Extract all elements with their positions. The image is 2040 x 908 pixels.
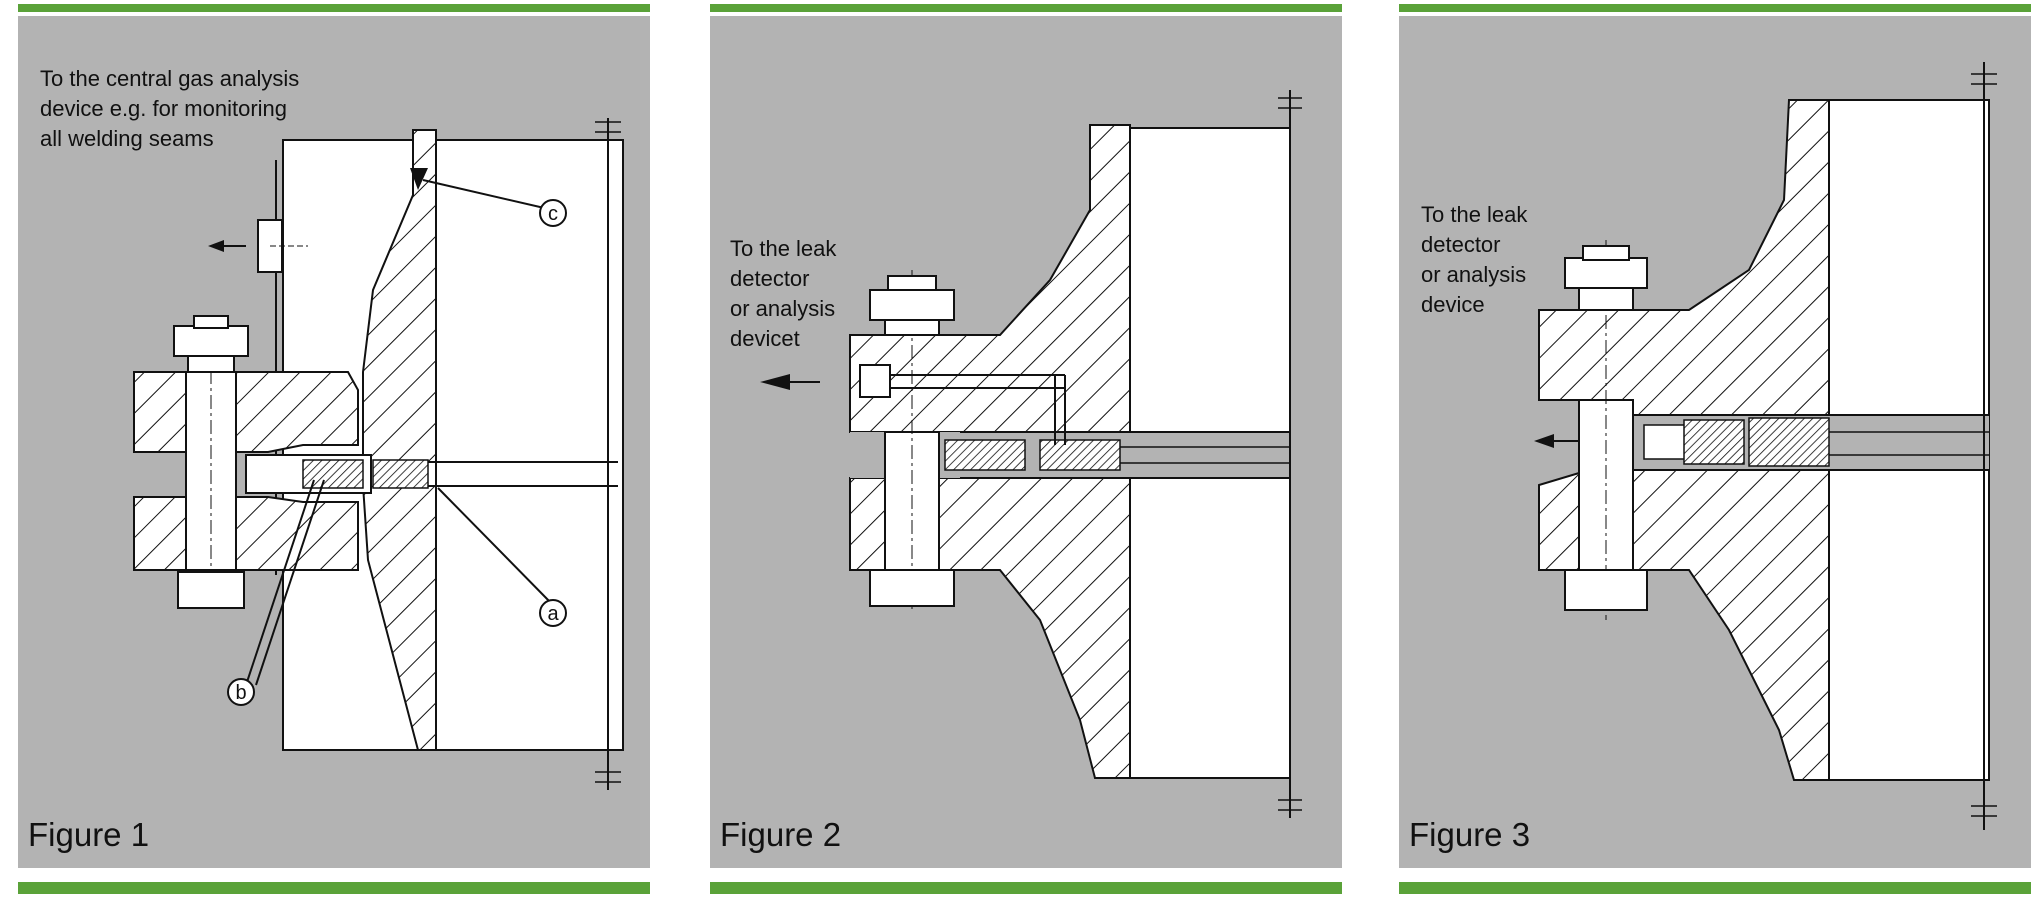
seal-inner: [944, 439, 1026, 471]
callout-a: [539, 599, 567, 627]
figure-1-caption: Figure 1: [28, 816, 150, 853]
figure-1-panel: c a b To the central gas analysis device…: [18, 0, 650, 908]
figure-2-note: To the leak detector or analysis devicet: [730, 236, 837, 351]
figure-3-note: To the leak detector or analysis device: [1421, 202, 1528, 317]
bottom-accent-bar: [18, 882, 650, 894]
seal-outer: [1748, 417, 1830, 467]
callout-c: [539, 199, 567, 227]
callout-b: [227, 678, 255, 706]
bottom-accent-bar: [710, 882, 1342, 894]
top-accent-bar: [1399, 4, 2031, 12]
figure-2-caption: Figure 2: [720, 816, 842, 853]
figure-3-caption: Figure 3: [1409, 816, 1531, 853]
seal-inner: [1683, 419, 1745, 465]
figure-3-panel: To the leak detector or analysis device …: [1399, 0, 2031, 908]
seal-outer: [1039, 439, 1121, 471]
welding-neck: [362, 129, 437, 751]
lower-flange: [133, 496, 359, 571]
top-accent-bar: [18, 4, 650, 12]
nut-top: [173, 325, 249, 357]
upper-flange: [133, 371, 359, 453]
nut-top: [1564, 257, 1648, 289]
nut-bottom: [869, 569, 955, 607]
top-accent-bar: [710, 4, 1342, 12]
figure-3-drawing: [1534, 62, 1997, 830]
callout-c-label: c: [548, 203, 558, 225]
callout-a-label: a: [547, 603, 559, 625]
figure-1-note: To the central gas analysis device e.g. …: [40, 66, 300, 151]
nut-bottom: [1564, 569, 1648, 611]
figure-2-drawing: [760, 90, 1302, 818]
figure-1-drawing: c a b: [133, 118, 624, 790]
nut-bottom: [177, 571, 245, 609]
upper-flange: [849, 124, 1131, 433]
test-port-fitting: [859, 364, 891, 398]
upper-flange: [1538, 99, 1830, 416]
weld-seam: [410, 168, 428, 190]
callout-b-label: b: [235, 682, 246, 704]
bottom-accent-bar: [1399, 882, 2031, 894]
figure-2-panel: To the leak detector or analysis devicet…: [710, 0, 1342, 908]
nut-top: [869, 289, 955, 321]
